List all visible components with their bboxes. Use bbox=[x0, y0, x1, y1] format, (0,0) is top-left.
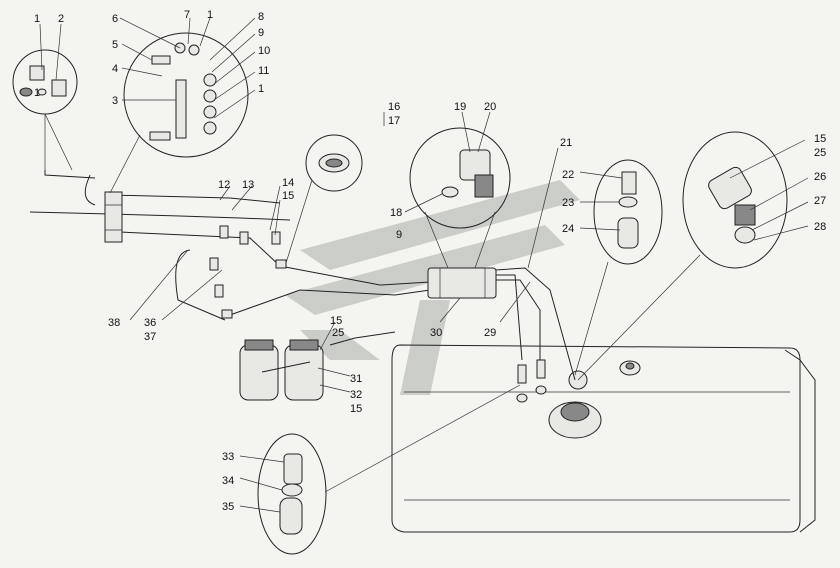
frame-bracket bbox=[104, 191, 123, 243]
tank-fittings bbox=[516, 359, 547, 403]
callout-12: 12 bbox=[218, 179, 230, 191]
callout-3: 3 bbox=[112, 95, 118, 107]
detail-oval-26-28 bbox=[577, 131, 788, 381]
callout-23: 23 bbox=[562, 197, 574, 209]
fuel-lines bbox=[29, 170, 576, 381]
line-fittings bbox=[209, 225, 287, 319]
callout-20: 20 bbox=[484, 101, 496, 113]
callout-28: 28 bbox=[814, 221, 826, 233]
filler-cap bbox=[619, 360, 641, 376]
callout-17: 17 bbox=[388, 115, 400, 127]
callout-16: 16 bbox=[388, 101, 400, 113]
fuel-tank bbox=[391, 344, 816, 533]
callout-1d: 1 bbox=[258, 83, 264, 95]
callout-31: 31 bbox=[350, 373, 362, 385]
detail-oval-33-35 bbox=[257, 384, 521, 555]
callout-33: 33 bbox=[222, 451, 234, 463]
leader-lines bbox=[39, 17, 809, 513]
callout-15d: 15 bbox=[350, 403, 362, 415]
callout-32: 32 bbox=[350, 389, 362, 401]
callout-19: 19 bbox=[454, 101, 466, 113]
detail-circle-3-11 bbox=[109, 32, 249, 194]
callout-18: 18 bbox=[390, 207, 402, 219]
callout-9b: 9 bbox=[396, 229, 402, 241]
callout-2: 2 bbox=[58, 13, 64, 25]
callout-10: 10 bbox=[258, 45, 270, 57]
callout-14: 14 bbox=[282, 177, 294, 189]
callout-1b: 1 bbox=[34, 87, 40, 99]
callout-5: 5 bbox=[112, 39, 118, 51]
callout-24: 24 bbox=[562, 223, 574, 235]
fuel-gauge-sender bbox=[548, 370, 602, 439]
callout-4: 4 bbox=[112, 63, 118, 75]
callout-25b: 25 bbox=[332, 327, 344, 339]
callout-36: 36 bbox=[144, 317, 156, 329]
callout-1a: 1 bbox=[34, 13, 40, 25]
callout-34: 34 bbox=[222, 475, 234, 487]
callout-6: 6 bbox=[112, 13, 118, 25]
callout-1c: 1 bbox=[207, 9, 213, 21]
callout-30: 30 bbox=[430, 327, 442, 339]
callout-26: 26 bbox=[814, 171, 826, 183]
callout-22: 22 bbox=[562, 169, 574, 181]
callout-25a: 25 bbox=[814, 147, 826, 159]
detail-oval-22-24 bbox=[574, 159, 663, 376]
detail-circle-18-20 bbox=[409, 127, 511, 269]
callout-labels: 1 2 1 6 7 1 5 4 3 8 9 10 11 1 12 13 14 1… bbox=[34, 9, 826, 513]
detail-circle-1-2 bbox=[12, 49, 78, 171]
callout-7: 7 bbox=[184, 9, 190, 21]
callout-15b: 15 bbox=[814, 133, 826, 145]
callout-27: 27 bbox=[814, 195, 826, 207]
coarse-filters bbox=[239, 339, 324, 401]
callout-38: 38 bbox=[108, 317, 120, 329]
callout-29: 29 bbox=[484, 327, 496, 339]
callout-9a: 9 bbox=[258, 27, 264, 39]
callout-37: 37 bbox=[144, 331, 156, 343]
callout-8: 8 bbox=[258, 11, 264, 23]
fuel-filter-assembly bbox=[427, 267, 497, 299]
detail-circle-16-17 bbox=[285, 134, 363, 264]
callout-15a: 15 bbox=[282, 190, 294, 202]
callout-11: 11 bbox=[258, 65, 269, 77]
callout-15c: 15 bbox=[330, 315, 342, 327]
callout-13: 13 bbox=[242, 179, 254, 191]
callout-35: 35 bbox=[222, 501, 234, 513]
callout-21: 21 bbox=[560, 137, 572, 149]
